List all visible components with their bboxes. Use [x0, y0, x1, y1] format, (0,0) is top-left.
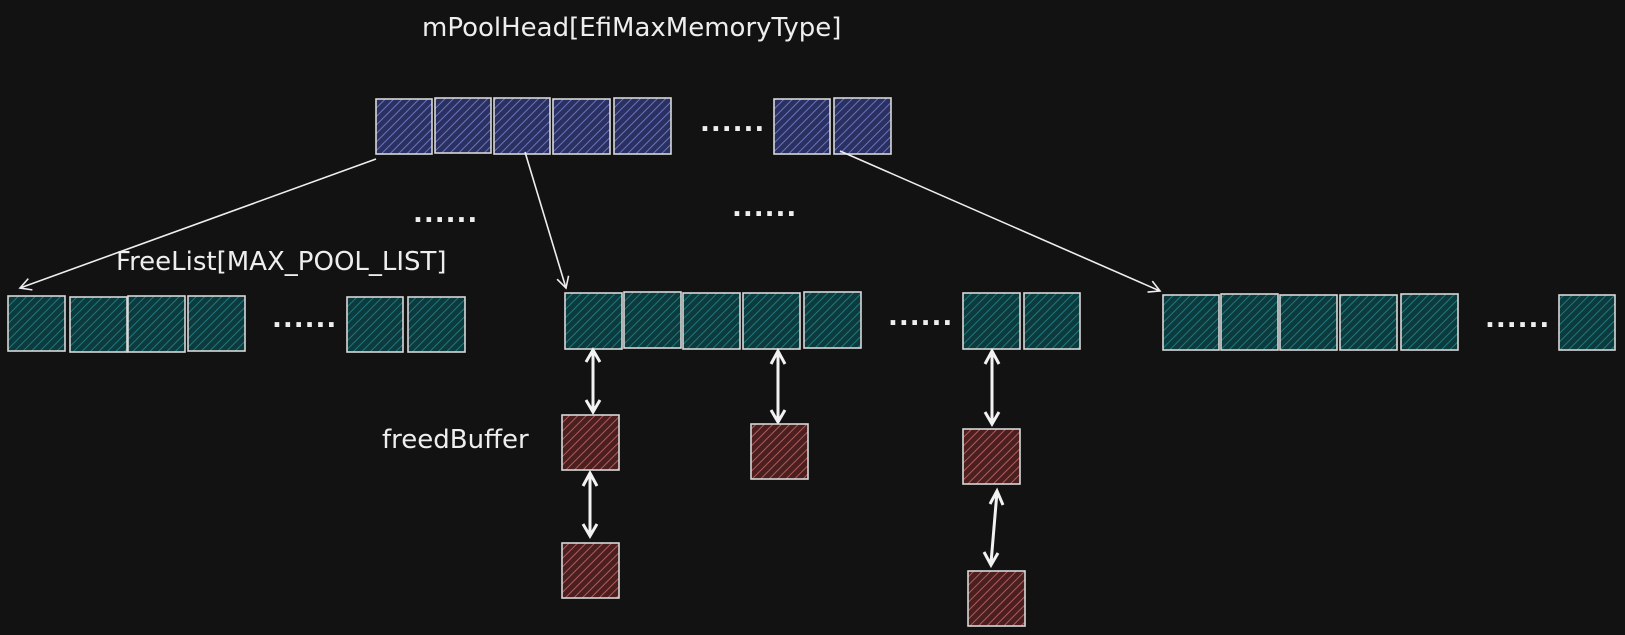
pool-head-label: mPoolHead[EfiMaxMemoryType] — [422, 13, 841, 43]
free-list-ellipsis: ...... — [888, 302, 953, 332]
free-list-cell — [127, 295, 186, 353]
free-list-cell — [346, 296, 404, 353]
freed-buffer-block — [962, 428, 1021, 485]
free-list-ellipsis: ...... — [272, 304, 337, 334]
free-list-cell — [682, 292, 741, 350]
pool-head-cell — [493, 97, 551, 155]
free-list-cell — [962, 292, 1021, 350]
pointer-arrow — [18, 158, 377, 291]
double-arrow — [982, 487, 1005, 569]
freed-buffer-label: freedBuffer — [382, 425, 529, 455]
free-list-cell — [187, 295, 246, 352]
free-list-cell — [742, 292, 801, 350]
double-arrow — [769, 347, 787, 425]
arrows-ellipsis: ...... — [732, 193, 797, 223]
free-list-array: ...... — [7, 295, 466, 353]
pointer-arrow — [839, 150, 1162, 293]
freed-buffers — [561, 414, 1026, 627]
double-arrow — [581, 469, 599, 539]
free-list-array: ...... — [564, 291, 1081, 350]
pool-head-cell — [773, 98, 831, 155]
pointer-arrow — [524, 151, 570, 290]
double-arrow — [584, 347, 602, 415]
pool-head-cell — [552, 98, 611, 155]
free-list-cell — [7, 295, 66, 352]
arrows-ellipsis: ...... — [413, 199, 478, 229]
link-arrows — [581, 347, 1005, 569]
pool-head-cell — [434, 97, 492, 154]
free-list-cell — [803, 291, 862, 349]
pool-head-array: ...... — [375, 97, 892, 155]
free-list-array: ...... — [1162, 293, 1616, 351]
free-list-cell — [1339, 294, 1398, 351]
freed-buffer-block — [561, 542, 620, 599]
free-list-ellipsis: ...... — [1485, 304, 1550, 334]
freed-buffer-block — [967, 570, 1026, 627]
free-list-cell — [1279, 294, 1338, 351]
free-list-cell — [1220, 293, 1279, 351]
free-list-cell — [1400, 293, 1459, 351]
free-list-cell — [564, 292, 623, 350]
pool-head-cell — [613, 97, 672, 155]
freed-buffer-block — [750, 423, 809, 480]
free-list-cell — [69, 296, 128, 353]
pool-head-cell — [833, 97, 892, 155]
pool-head-ellipsis: ...... — [700, 108, 765, 138]
pool-head-cell — [375, 98, 433, 155]
free-list-cell — [623, 291, 682, 349]
free-list-cell — [1162, 294, 1220, 351]
freed-buffer-block — [561, 414, 620, 471]
free-list-cell — [1558, 294, 1616, 351]
free-list-cell — [1023, 292, 1081, 350]
free-list-cell — [407, 296, 466, 353]
double-arrow — [983, 347, 1001, 427]
free-list-label: FreeList[MAX_POOL_LIST] — [116, 247, 447, 277]
